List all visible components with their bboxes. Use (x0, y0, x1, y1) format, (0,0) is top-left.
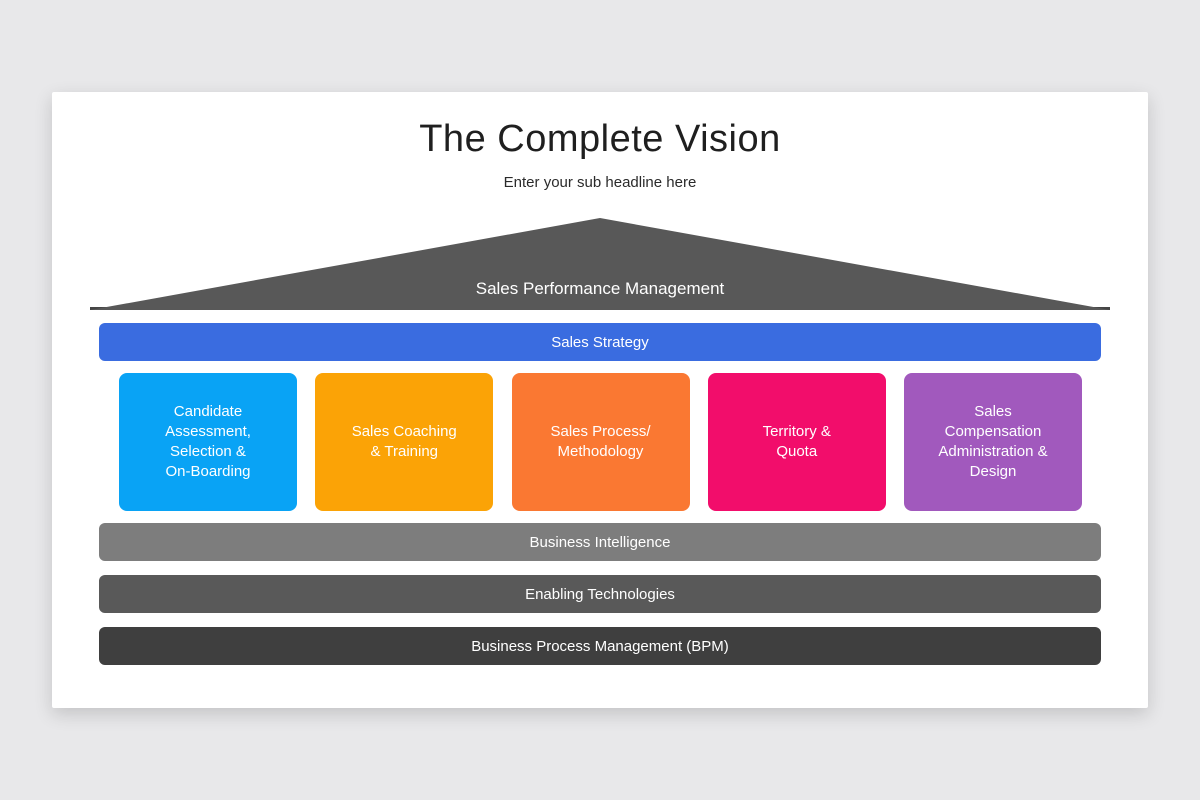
pillar-territory-quota: Territory & Quota (707, 373, 886, 511)
pillar-sales-process: Sales Process/ Methodology (511, 373, 690, 511)
roof-label: Sales Performance Management (475, 279, 725, 298)
sales-strategy-bar: Sales Strategy (99, 323, 1101, 361)
enabling-technologies-bar: Enabling Technologies (99, 575, 1101, 613)
page-subtitle: Enter your sub headline here (503, 174, 697, 191)
pillar-sales-compensation: Sales Compensation Administration & Desi… (904, 373, 1082, 511)
business-intelligence-label: Business Intelligence (529, 533, 671, 551)
pillar-candidate-assessment: Candidate Assessment, Selection & On-Boa… (119, 373, 297, 511)
page-title: The Complete Vision (419, 118, 781, 160)
bpm-label: Business Process Management (BPM) (471, 637, 729, 655)
slide-card: The Complete Vision Enter your sub headl… (52, 92, 1148, 708)
roof-triangle: Sales Performance Management (90, 218, 1110, 310)
pillars-row: Candidate Assessment, Selection & On-Boa… (119, 373, 1082, 511)
pillar-sales-coaching: Sales Coaching & Training (315, 373, 494, 511)
business-intelligence-bar: Business Intelligence (99, 523, 1101, 561)
sales-strategy-label: Sales Strategy (551, 333, 649, 351)
enabling-technologies-label: Enabling Technologies (525, 585, 675, 603)
bpm-bar: Business Process Management (BPM) (99, 627, 1101, 665)
